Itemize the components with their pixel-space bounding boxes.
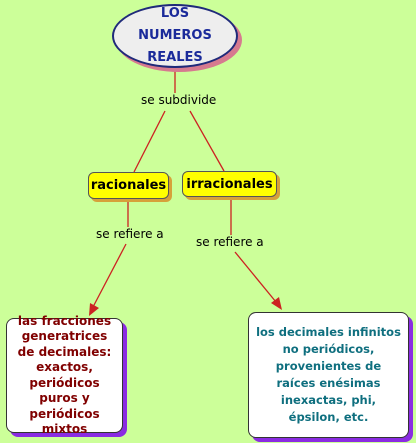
concept-racionales[interactable]: racionales <box>88 172 169 199</box>
link-label-irrational: se refiere a <box>194 235 266 249</box>
root-concept-label: LOS NUMEROS REALES <box>138 6 212 65</box>
rational-description-text: las fracciones generatrices de decimales… <box>17 313 112 437</box>
connector-link-to-irrational-desc <box>234 251 277 303</box>
irrational-description-box[interactable]: los decimales infinitos no periódicos, p… <box>248 312 409 438</box>
connector-subdivide-to-racionales <box>133 110 166 173</box>
link-label-rational: se refiere a <box>94 227 166 241</box>
connector-subdivide-to-irracionales <box>189 110 225 172</box>
arrowhead-rational <box>89 303 99 316</box>
concept-racionales-label: racionales <box>90 178 167 193</box>
rational-description-box[interactable]: las fracciones generatrices de decimales… <box>6 314 123 436</box>
concept-irracionales-label: irracionales <box>186 176 273 192</box>
root-concept[interactable]: LOS NUMEROS REALES <box>112 4 238 68</box>
link-label-subdivide: se subdivide <box>139 93 219 107</box>
concept-irracionales[interactable]: irracionales <box>182 171 277 197</box>
connector-link-to-rational-desc <box>92 243 127 308</box>
irrational-description-text: los decimales infinitos no periódicos, p… <box>256 325 401 424</box>
arrowhead-irrational <box>271 297 282 310</box>
